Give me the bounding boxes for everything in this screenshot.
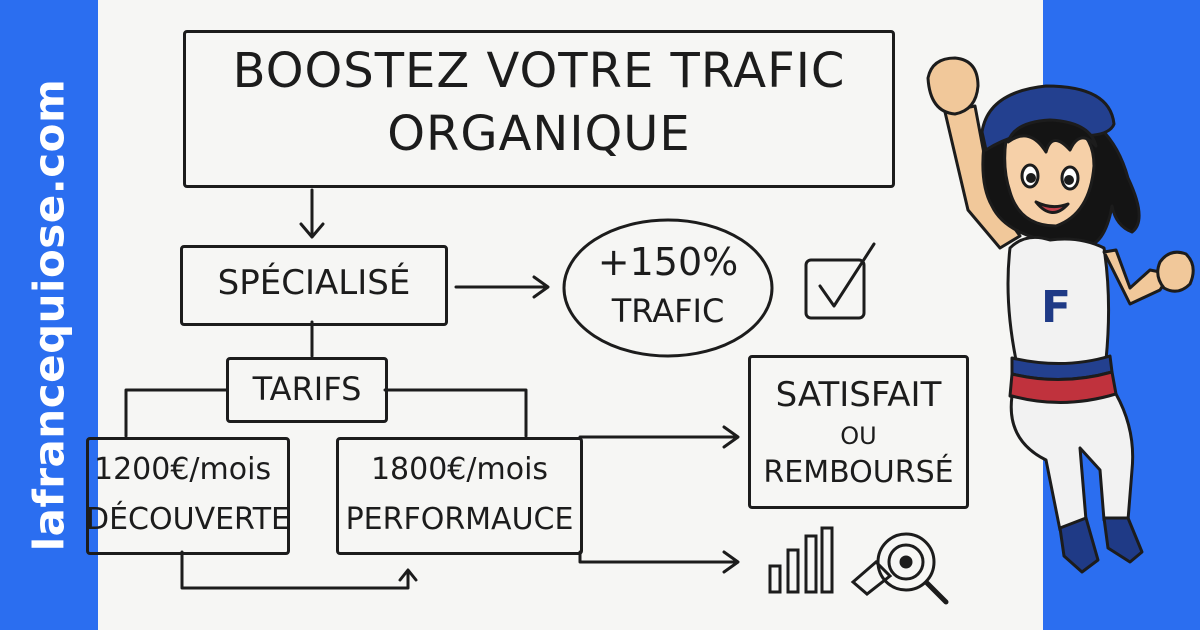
guarantee-line-3: REMBOURSÉ: [763, 455, 954, 490]
specialise-label: SPÉCIALISÉ: [217, 263, 411, 303]
title-line-2: ORGANIQUE: [387, 106, 691, 162]
plan-decouverte-price: 1200€/mois: [94, 452, 272, 487]
guarantee-line-2: OU: [840, 422, 877, 450]
plan-decouverte-box: [86, 437, 290, 555]
mascot-boot-left: [1058, 516, 1100, 574]
mascot-legs: [1009, 392, 1135, 532]
traffic-bubble-outline: [562, 218, 774, 358]
traffic-percent: +150%: [597, 240, 739, 284]
plan-performance-box: [336, 437, 583, 555]
connector-lines: [124, 188, 949, 605]
guarantee-line-1: SATISFAIT: [775, 375, 942, 415]
plan-performance-price: 1800€/mois: [370, 452, 549, 487]
tarifs-box: [226, 357, 388, 423]
bar-chart-icon: [768, 526, 834, 594]
traffic-label: TRAFIC: [611, 292, 725, 330]
line-decouverte-bottom: [180, 550, 410, 590]
mascot-raised-fist: [926, 56, 980, 116]
guarantee-box: [748, 355, 969, 509]
plan-performance-name: PERFORMAUCE: [345, 502, 574, 537]
title-box: [183, 30, 895, 188]
tarifs-label: TARIFS: [252, 370, 362, 408]
line-tarifs-left-branch: [124, 388, 228, 438]
line-tarifs-right-branch: [383, 388, 528, 438]
mascot-shirt: [1006, 235, 1111, 367]
mascot-side-fist: [1156, 250, 1195, 293]
left-brand-band: lafrancequiose.com: [0, 0, 98, 630]
whiteboard: BOOSTEZ VOTRE TRAFIC ORGANIQUE SPÉCIALIS…: [86, 0, 1043, 630]
mascot-shirt-letter: F: [1041, 282, 1071, 333]
specialise-box: [180, 245, 448, 326]
plan-decouverte-name: DÉCOUVERTE: [86, 502, 290, 537]
magnifier-icon: [850, 532, 949, 605]
arrow-performance-to-icons: [578, 550, 738, 564]
mascot-boot-right: [1102, 516, 1144, 564]
checkbox-check-icon: [804, 242, 876, 320]
mascot-mouth: [1034, 200, 1070, 214]
title-line-1: BOOSTEZ VOTRE TRAFIC: [232, 43, 846, 99]
